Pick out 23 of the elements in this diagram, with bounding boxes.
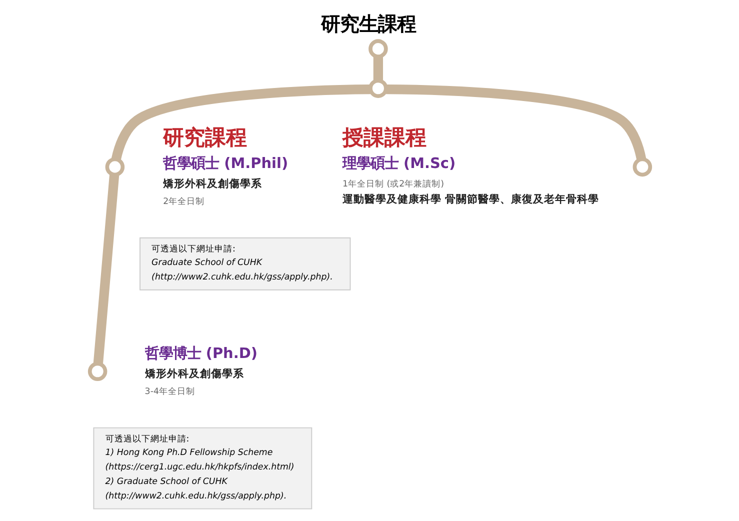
node-label: 授課課程: [342, 125, 426, 150]
node-circle: [368, 78, 388, 98]
connector: [92, 174, 119, 364]
connector: [372, 56, 383, 81]
node-circle: [104, 157, 124, 177]
node-label: 哲學博士 (Ph.D): [144, 346, 257, 362]
diagram-title: 研究生課程: [320, 12, 416, 36]
node-box: 可透過以下網址申請: Graduate School of CUHK (http://www2.cuhk.edu.hk/gss/apply.php).: [139, 237, 350, 290]
node-label: 1年全日制 (或2年兼讀制): [342, 179, 444, 190]
node-label: 哲學碩士 (M.Phil): [162, 156, 288, 172]
node-label: 2年全日制: [162, 196, 204, 207]
connector: [110, 84, 370, 160]
node-box: 可透過以下網址申請: 1) Hong Kong Ph.D Fellowship Scheme (https://cerg1.ugc.edu.hk/hkpfs/index.html) 2) Graduate School of CUHK (http://www2.cuhk.edu.hk/gss/apply.php).: [92, 427, 312, 510]
node-label: 研究課程: [162, 125, 247, 150]
node-label: 運動醫學及健康科學 骨關節醫學、康復及老年骨科學: [342, 193, 599, 206]
node-circle: [368, 39, 388, 58]
node-label: 矯形外科及創傷學系: [144, 368, 244, 380]
connector: [386, 84, 646, 160]
node-circle: [632, 157, 652, 177]
node-label: 矯形外科及創傷學系: [162, 178, 262, 190]
node-label: 理學碩士 (M.Sc): [342, 156, 456, 172]
node-label: 3-4年全日制: [144, 386, 194, 397]
node-circle: [87, 362, 107, 382]
